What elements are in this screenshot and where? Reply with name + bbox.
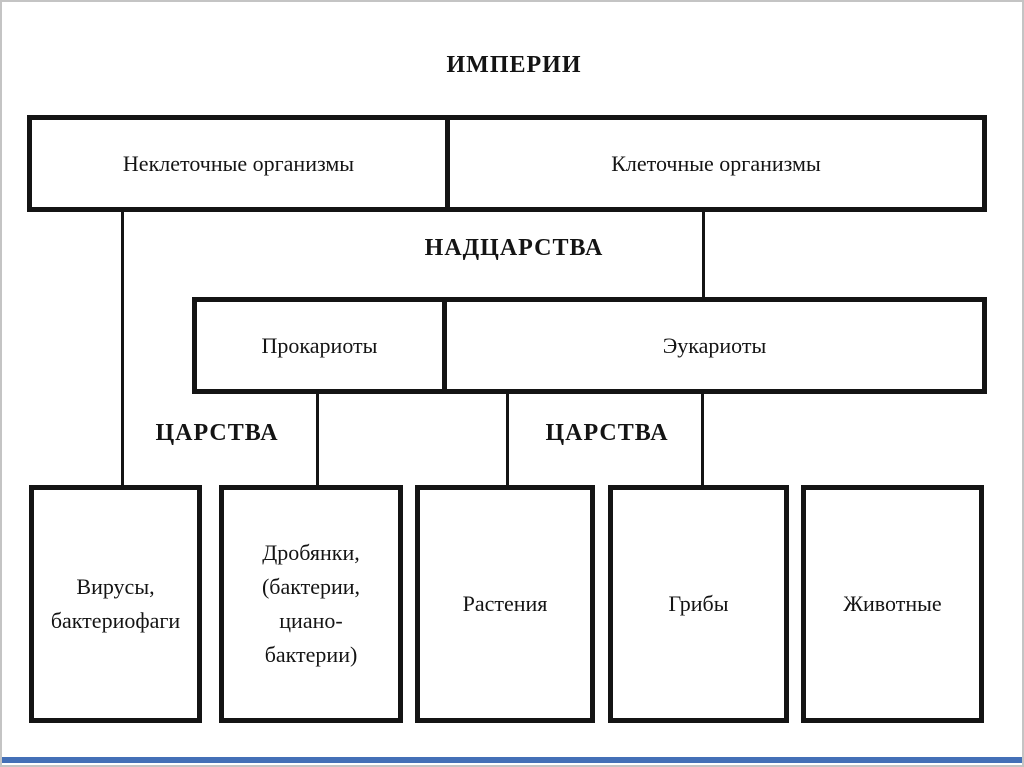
connector-eukaryotes-to-fungi bbox=[701, 392, 704, 487]
connector-eukaryotes-to-plants bbox=[506, 392, 509, 487]
empire-cell-noncellular: Неклеточные организмы bbox=[122, 150, 355, 176]
superkingdom-cell-eukaryotes: Эукариоты bbox=[442, 302, 982, 389]
level-label-kingdoms-center: ЦАРСТВА bbox=[545, 420, 669, 446]
connector-cellular-to-superkingdoms bbox=[702, 210, 705, 299]
kingdom-box-drobyanki: Дробянки, (бактерии, циано- бактерии) bbox=[219, 485, 403, 723]
level-label-empires: ИМПЕРИИ bbox=[446, 52, 582, 78]
kingdom-box-plants: Растения bbox=[415, 485, 595, 723]
connector-noncellular-to-viruses bbox=[121, 210, 124, 487]
kingdom-box-animals: Животные bbox=[801, 485, 984, 723]
superkingdom-cell-prokaryotes: Прокариоты bbox=[261, 332, 378, 358]
kingdom-box-fungi: Грибы bbox=[608, 485, 789, 723]
empire-cell-cellular: Клеточные организмы bbox=[445, 120, 982, 207]
kingdom-box-viruses: Вирусы, бактериофаги bbox=[29, 485, 202, 723]
slide-accent-bar bbox=[2, 757, 1022, 763]
level-label-superkingdoms: НАДЦАРСТВА bbox=[424, 235, 604, 261]
empires-box: Неклеточные организмы Клеточные организм… bbox=[27, 115, 987, 212]
superkingdoms-box: Прокариоты Эукариоты bbox=[192, 297, 987, 394]
connector-prokaryotes-to-drobyanki bbox=[316, 392, 319, 487]
level-label-kingdoms-left: ЦАРСТВА bbox=[155, 420, 279, 446]
